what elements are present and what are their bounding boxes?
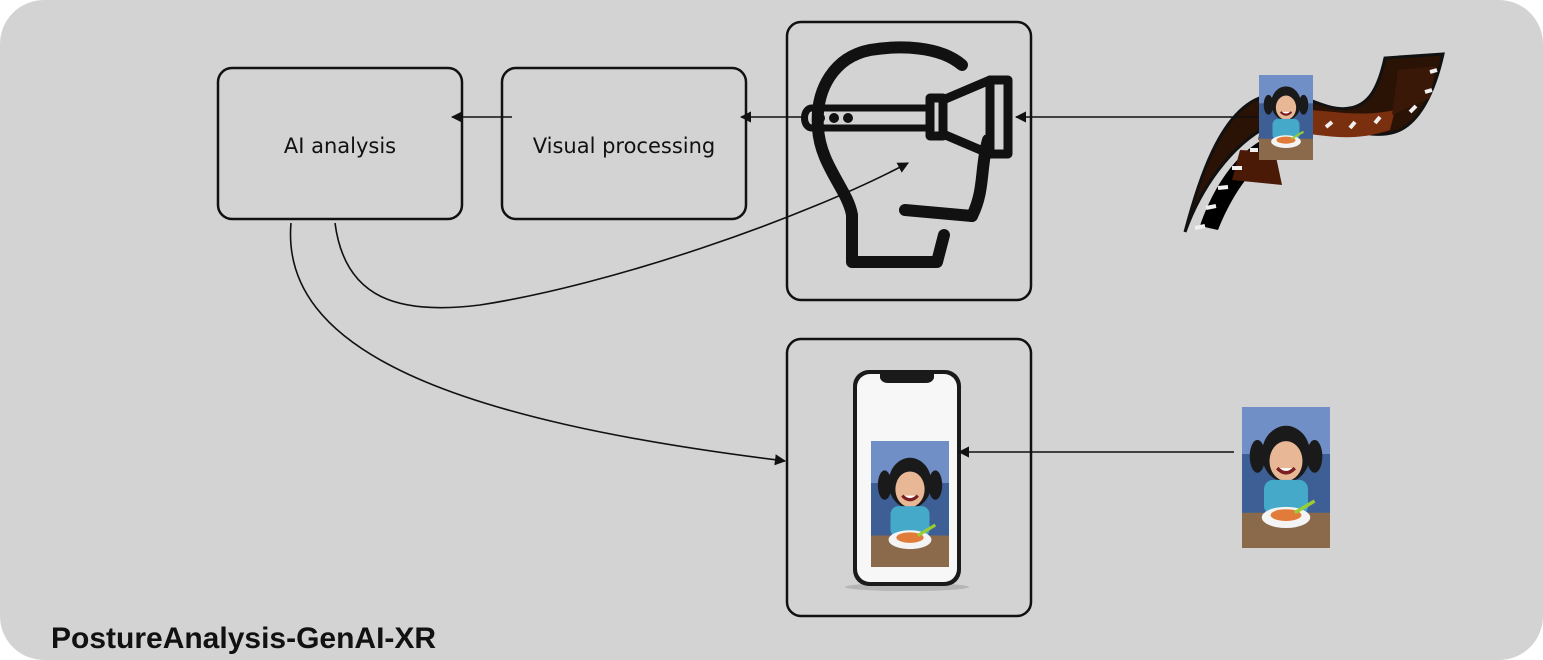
child-photo-icon (1242, 407, 1330, 548)
xr-headset-node[interactable] (785, 20, 1033, 302)
video-source-node[interactable] (1183, 52, 1445, 233)
diagram-title: PostureAnalysis-GenAI-XR (51, 622, 436, 655)
phone-screen-photo (871, 441, 949, 567)
strap-dots (815, 113, 853, 123)
visual-processing-label: Visual processing (533, 134, 716, 158)
smartphone-icon (845, 370, 969, 591)
visual-processing-node[interactable]: Visual processing (500, 66, 748, 221)
photo-source-node[interactable] (1242, 407, 1330, 548)
edge-ai-to-headset (334, 162, 909, 309)
vr-headset-head-icon (801, 41, 1013, 268)
video-frame-photo (1259, 75, 1313, 160)
edge-ai-to-smartphone (289, 222, 787, 466)
smartphone-node[interactable] (785, 337, 1033, 618)
ai-analysis-node[interactable]: AI analysis (216, 66, 464, 221)
ai-analysis-label: AI analysis (284, 134, 396, 158)
